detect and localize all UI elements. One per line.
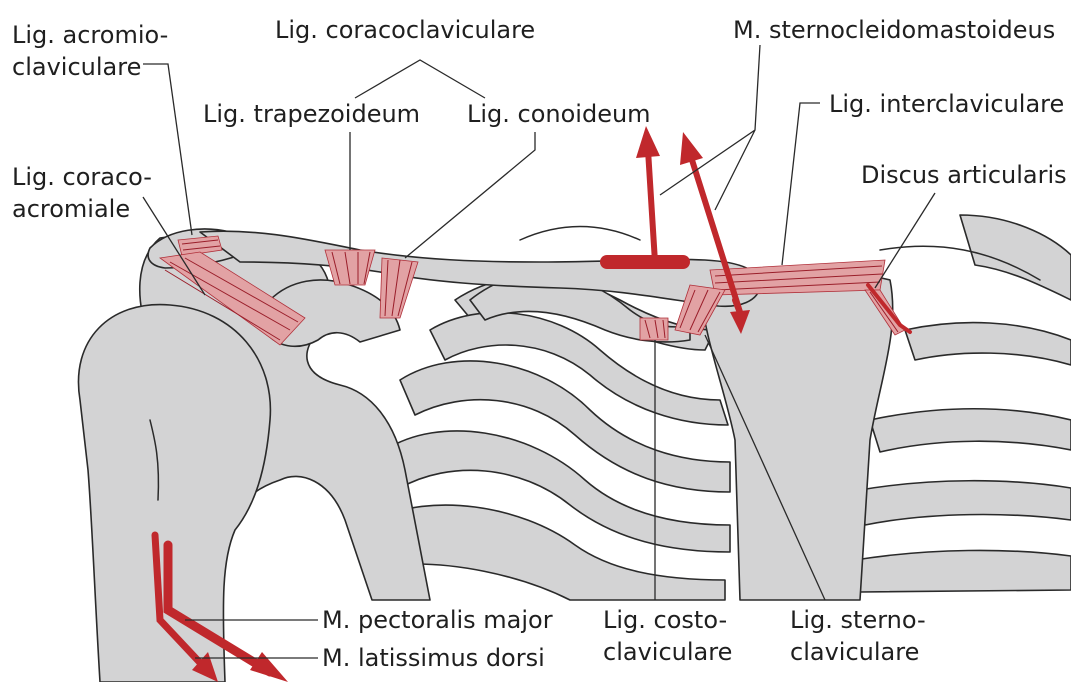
leader-coracoclaviculare-split [355,60,485,98]
arrow-sternocleidomastoideus-clavicular [636,126,660,262]
label-sternocleidomastoideus: M. sternocleidomastoideus [733,16,1055,44]
label-pectoralis-major: M. pectoralis major [322,606,553,634]
leader-conoideum [405,132,535,258]
rib-right-4 [855,550,1071,592]
label-interclaviculare: Lig. interclaviculare [829,90,1064,118]
label-discus-articularis: Discus articularis [861,161,1067,189]
leader-sternocleidomastoideus [660,45,760,210]
rib-right-2 [870,409,1071,452]
label-acromioclaviculare-line1: Lig. acromio- [12,21,168,49]
label-coracoclaviculare: Lig. coracoclaviculare [275,16,535,44]
rib-right-3 [860,481,1071,525]
label-sternoclaviculare-line2: claviculare [790,638,919,666]
ligament-costoclaviculare [640,318,668,340]
rib-right-1 [905,323,1071,365]
label-conoideum: Lig. conoideum [467,100,651,128]
ligament-trapezoideum [325,250,375,285]
leader-discus-articularis [875,193,935,288]
humerus [78,305,270,682]
label-costoclaviculare-line2: claviculare [603,638,732,666]
muscle-attachment-clavicle [600,255,690,269]
leader-interclaviculare [782,103,820,265]
label-latissimus-dorsi: M. latissimus dorsi [322,644,545,672]
ligament-conoideum [380,258,418,318]
label-coracoacromiale-line2: acromiale [12,195,130,223]
label-coracoacromiale-line1: Lig. coraco- [12,163,152,191]
label-trapezoideum: Lig. trapezoideum [203,100,420,128]
label-costoclaviculare-line1: Lig. costo- [603,606,727,634]
rib-arc-left [520,227,640,241]
label-sternoclaviculare-line1: Lig. sterno- [790,606,926,634]
label-acromioclaviculare-line2: claviculare [12,53,141,81]
rib-background-upper-right [960,215,1071,300]
